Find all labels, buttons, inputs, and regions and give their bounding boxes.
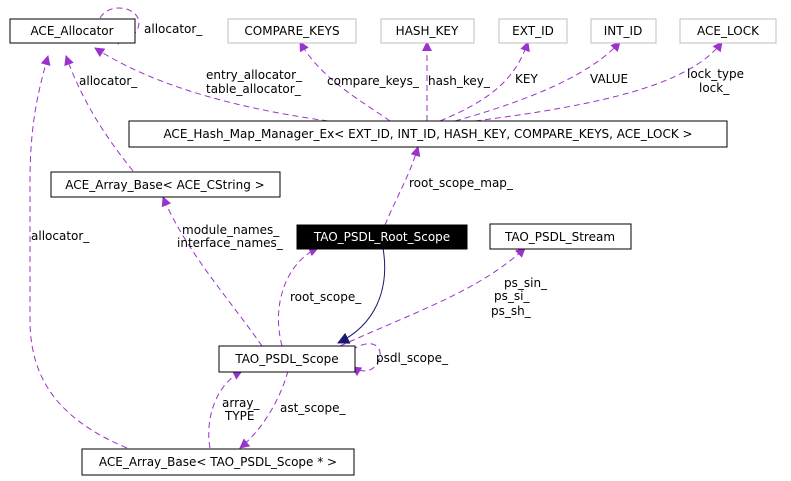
node-psdl-stream[interactable]: TAO_PSDL_Stream [489, 223, 632, 250]
edge-scope-to-array-scope [208, 370, 243, 449]
edge-allocator-to-array-cstring [64, 55, 134, 172]
edge-root-scope-to-scope [278, 246, 319, 347]
label-ps-si: ps_si_ [494, 289, 530, 303]
edge-scope-inherits-root-scope [337, 247, 386, 344]
edge-int-id-to-hashmap [454, 41, 621, 122]
edge-scope-self [351, 343, 381, 377]
svg-text:TAO_PSDL_Stream: TAO_PSDL_Stream [504, 230, 615, 244]
svg-text:HASH_KEY: HASH_KEY [396, 24, 459, 38]
label-ps-sh: ps_sh_ [491, 304, 532, 318]
label-key: KEY [515, 72, 538, 86]
svg-text:ACE_Array_Base< TAO_PSDL_Scope: ACE_Array_Base< TAO_PSDL_Scope * > [99, 455, 337, 469]
edge-stream-to-scope [339, 247, 526, 347]
edge-allocator-to-array-scope [29, 55, 128, 449]
svg-text:COMPARE_KEYS: COMPARE_KEYS [244, 24, 339, 38]
edge-ace-lock-to-hashmap [474, 41, 723, 122]
label-table-allocator: table_allocator_ [206, 82, 302, 96]
edge-array-scope-to-scope [239, 370, 289, 449]
label-lock-type: lock_type [687, 67, 744, 81]
edge-hashmap-to-root-scope [384, 146, 421, 226]
label-module-names: module_names_ [182, 223, 280, 237]
label-array: array_ [222, 396, 260, 410]
node-root-scope[interactable]: TAO_PSDL_Root_Scope [296, 224, 468, 250]
node-hash-map-manager[interactable]: ACE_Hash_Map_Manager_Ex< EXT_ID, INT_ID,… [128, 120, 728, 148]
node-array-base-cstring[interactable]: ACE_Array_Base< ACE_CString > [50, 171, 281, 198]
label-hash-key: hash_key_ [428, 74, 491, 88]
label-allocator-to-array-scope: allocator_ [31, 229, 90, 243]
label-compare-keys: compare_keys_ [327, 74, 420, 88]
edge-allocator-self [99, 7, 140, 45]
label-ast-scope: ast_scope_ [280, 401, 347, 415]
label-ps-sin: ps_sin_ [504, 276, 548, 290]
label-interface-names: interface_names_ [177, 236, 284, 250]
svg-text:TAO_PSDL_Root_Scope: TAO_PSDL_Root_Scope [313, 230, 450, 244]
label-value: VALUE [590, 72, 628, 86]
label-lock: lock_ [699, 81, 730, 95]
svg-text:ACE_LOCK: ACE_LOCK [697, 24, 760, 38]
node-ext-id[interactable]: EXT_ID [498, 18, 568, 44]
node-hash-key[interactable]: HASH_KEY [380, 18, 475, 44]
node-ace-allocator[interactable]: ACE_Allocator [9, 18, 136, 44]
node-compare-keys[interactable]: COMPARE_KEYS [227, 18, 357, 44]
svg-text:TAO_PSDL_Scope: TAO_PSDL_Scope [234, 352, 338, 366]
node-psdl-scope[interactable]: TAO_PSDL_Scope [218, 345, 356, 373]
svg-text:INT_ID: INT_ID [604, 24, 643, 38]
svg-text:ACE_Hash_Map_Manager_Ex< EXT_I: ACE_Hash_Map_Manager_Ex< EXT_ID, INT_ID,… [163, 127, 692, 141]
label-entry-allocator: entry_allocator_ [206, 68, 303, 82]
svg-text:EXT_ID: EXT_ID [512, 24, 554, 38]
node-int-id[interactable]: INT_ID [590, 18, 657, 44]
label-root-scope-map: root_scope_map_ [409, 176, 514, 190]
node-ace-lock[interactable]: ACE_LOCK [679, 18, 777, 44]
edge-allocator-to-hashmap [94, 47, 329, 122]
label-root-scope: root_scope_ [290, 290, 362, 304]
svg-text:ACE_Allocator: ACE_Allocator [30, 24, 113, 38]
label-allocator-to-array-cstring: allocator_ [79, 74, 138, 88]
svg-text:ACE_Array_Base< ACE_CString >: ACE_Array_Base< ACE_CString > [65, 178, 264, 192]
label-type: TYPE [224, 409, 254, 423]
edge-compare-keys-to-hashmap [299, 41, 391, 122]
label-psdl-scope: psdl_scope_ [376, 351, 449, 365]
node-array-base-scope[interactable]: ACE_Array_Base< TAO_PSDL_Scope * > [81, 448, 355, 476]
label-allocator-self: allocator_ [144, 22, 203, 36]
edge-array-cstring-to-scope [161, 196, 263, 347]
